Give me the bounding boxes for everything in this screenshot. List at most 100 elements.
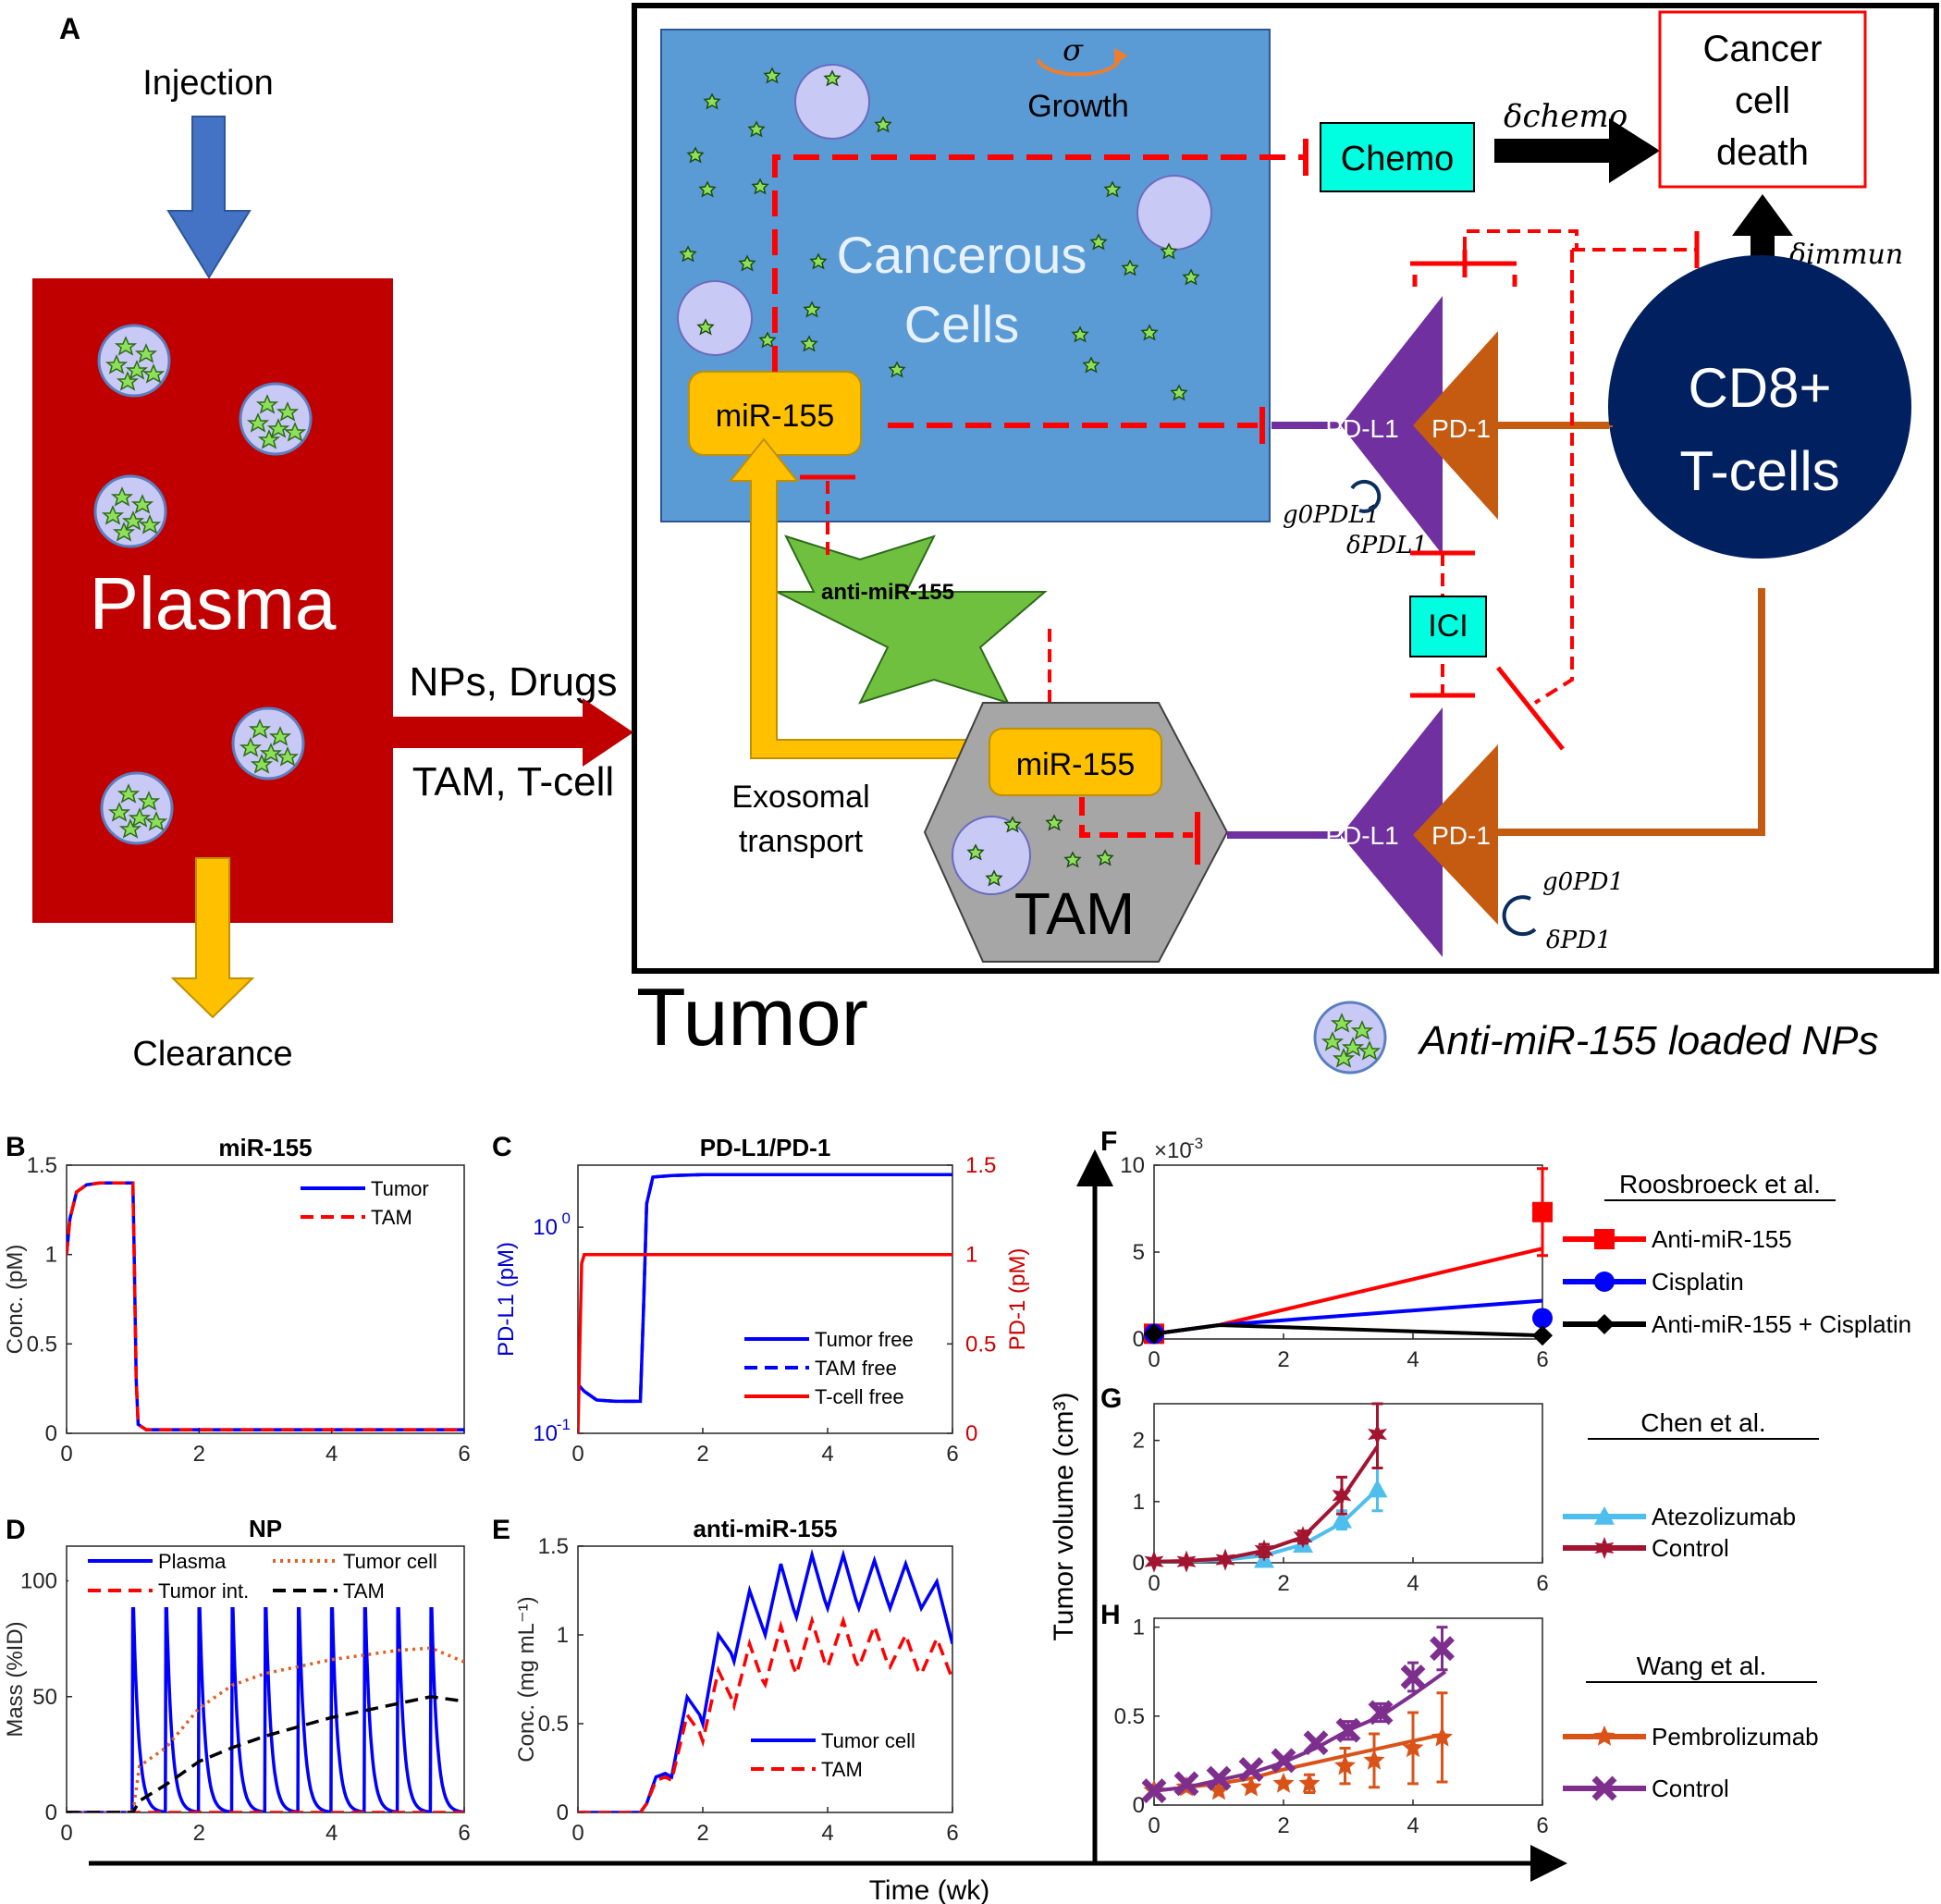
data-marker [1594, 1229, 1615, 1249]
series-line [578, 1173, 952, 1404]
g0-pd1-label: g0PD1 [1542, 868, 1624, 896]
cancer-cell-icon [677, 280, 753, 356]
data-marker [1368, 1422, 1387, 1446]
ici-box [1409, 596, 1487, 657]
cd8-label-line1: CD8+ [1688, 357, 1831, 419]
plot-frame [1153, 1617, 1543, 1806]
cancer-cell-icon [794, 64, 870, 140]
np-legend-label: Anti-miR-155 loaded NPs [1417, 1018, 1878, 1063]
panel-label-e: E [492, 1515, 510, 1545]
legend-label: Tumor int. [158, 1579, 249, 1603]
plasma-compartment [32, 278, 393, 923]
data-marker [1173, 1771, 1199, 1797]
cancer-cell-death-box [1658, 10, 1867, 189]
y-tick-label: 0.5 [27, 1332, 57, 1357]
inhibition-lines [772, 154, 1304, 428]
y-tick-label: 1 [557, 1623, 569, 1648]
legend-box [68, 1548, 462, 1607]
sigma-symbol: σ [1063, 32, 1084, 68]
nanoparticle-icon [97, 324, 171, 398]
data-marker [1532, 1201, 1553, 1222]
data-marker [1335, 1717, 1361, 1743]
x-tick-label: 2 [696, 1442, 708, 1467]
flow-label-bottom: TAM, T-cell [412, 759, 614, 805]
x-tick-label: 6 [946, 1821, 958, 1846]
y-tick-label: 0.5 [538, 1712, 569, 1737]
series-line [1154, 1322, 1542, 1338]
legend-label: Tumor [371, 1177, 429, 1200]
data-marker [1271, 1748, 1296, 1774]
y2-tick-label: 1.5 [965, 1153, 996, 1178]
panel-label-a: A [59, 12, 80, 45]
plot-frame [1153, 1164, 1543, 1340]
chart-title: miR-155 [218, 1134, 312, 1161]
data-marker [1144, 1323, 1164, 1345]
x-tick-label: 4 [1407, 1571, 1419, 1596]
x-tick-label: 0 [60, 1442, 72, 1467]
y-tick-label: 0 [1133, 1793, 1145, 1818]
x-tick-label: 4 [1407, 1347, 1419, 1372]
data-marker [1594, 1314, 1615, 1334]
legend-label: Tumor free [815, 1328, 914, 1351]
pdl1-receptor-bottom [1341, 707, 1443, 957]
y-tick-label: 10 [1120, 1153, 1145, 1178]
cancerous-label: Cancerous [837, 226, 1087, 284]
data-marker [1363, 1749, 1385, 1770]
clearance-label: Clearance [132, 1035, 292, 1074]
y-tick-label: 0 [1133, 1551, 1145, 1576]
y2-tick-label: 1 [965, 1243, 977, 1268]
tumor-boundary [632, 3, 1939, 974]
y-tick-label: 0 [1133, 1327, 1145, 1352]
legend-label: Atezolizumab [1652, 1503, 1796, 1530]
data-marker [1303, 1730, 1329, 1756]
y-tick-exponent: -1 [557, 1416, 571, 1433]
panel-label-d: D [6, 1515, 26, 1545]
x-tick-label: 6 [1536, 1347, 1548, 1372]
np-legend-icon [1313, 1001, 1387, 1075]
chemo-arrow [1494, 118, 1660, 183]
cd8-tcell-circle [1608, 255, 1911, 559]
tam-inhibition-line [1079, 797, 1193, 838]
y2-tick-label: 0.5 [965, 1332, 996, 1357]
mir155-tam-box [989, 728, 1162, 796]
data-marker [1240, 1775, 1262, 1797]
nanoparticle-icon [93, 474, 167, 548]
legend-label: TAM [371, 1206, 412, 1229]
tumor-label: Tumor [636, 971, 868, 1063]
tam-label: TAM [1014, 880, 1135, 947]
y-axis-label: Mass (%ID) [3, 1621, 28, 1737]
y-tick-label: 1.5 [27, 1153, 57, 1178]
legend-label: TAM free [815, 1357, 897, 1380]
data-marker [1332, 1509, 1352, 1529]
data-marker [1208, 1779, 1230, 1800]
y-axis-label: Conc. (mg mL⁻¹) [514, 1596, 539, 1762]
chart-title: PD-L1/PD-1 [700, 1134, 831, 1161]
data-marker [1293, 1526, 1313, 1549]
y-tick-label: 10 [533, 1215, 558, 1240]
pdl1-top-label: PD-L1 [1325, 414, 1398, 443]
anti-mir155-star [776, 534, 1048, 705]
nanoparticle-icon [100, 771, 174, 845]
data-marker [1206, 1765, 1232, 1791]
data-marker [1431, 1726, 1454, 1747]
y-scale-label: ×10 [1154, 1138, 1192, 1163]
growth-label: Growth [1027, 89, 1129, 124]
growth-loop-icon [1037, 56, 1122, 77]
legend-label: T-cell free [815, 1385, 904, 1408]
plot-frame [1153, 1403, 1543, 1564]
chart-title: Wang et al. [1637, 1652, 1767, 1680]
x-tick-label: 6 [1536, 1813, 1548, 1838]
mir155-cancer-label: miR-155 [716, 399, 834, 434]
panel-label-g: G [1100, 1383, 1122, 1414]
nanoparticle-icon [231, 706, 305, 780]
x-tick-label: 2 [1277, 1571, 1289, 1596]
exosomal-label-line1: Exosomal [731, 780, 869, 815]
legend-label: Anti-miR-155 [1652, 1225, 1792, 1253]
inhibition-bar-icon [1410, 231, 1700, 751]
legend-label: Cisplatin [1652, 1268, 1744, 1296]
legend-label: Plasma [158, 1550, 227, 1573]
tam-phagosome-icon [952, 816, 1031, 895]
